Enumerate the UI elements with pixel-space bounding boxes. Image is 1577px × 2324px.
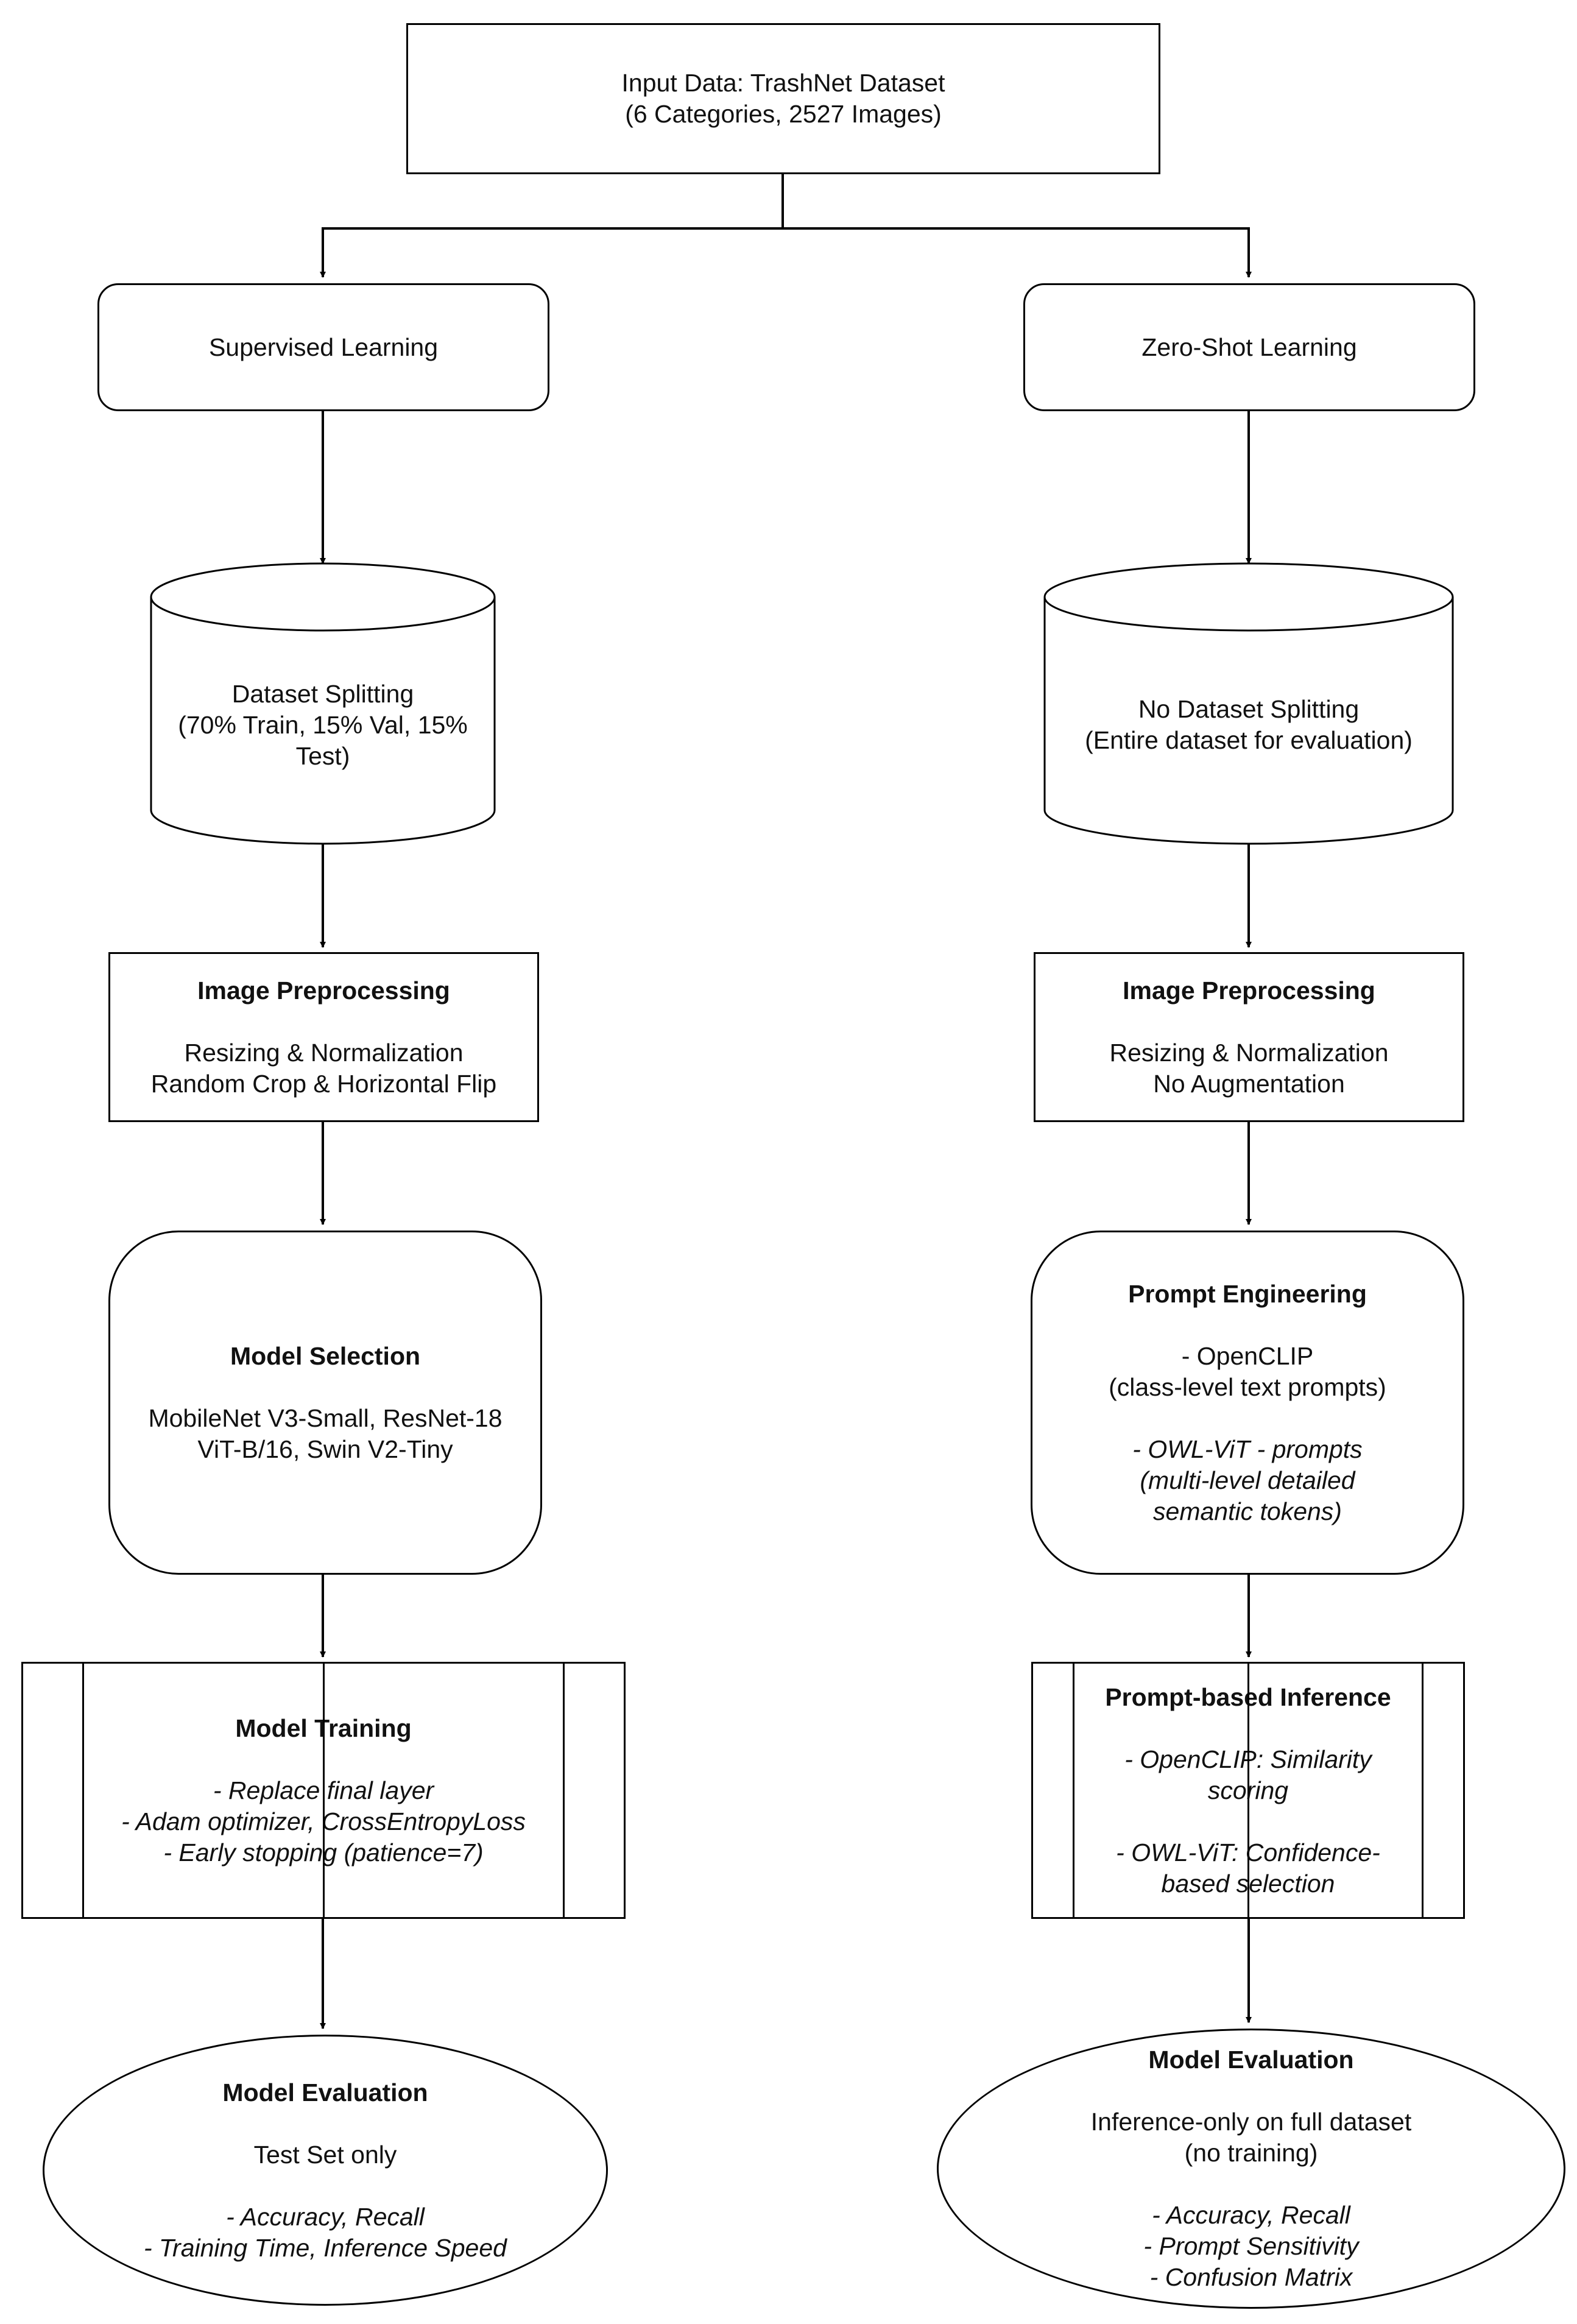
input-line-1: Input Data: TrashNet Dataset	[621, 69, 945, 97]
model-training-line-1: - Replace final layer	[213, 1776, 434, 1804]
left-split-text: Dataset Splitting (70% Train, 15% Val, 1…	[151, 634, 495, 816]
left-split-line-1: Dataset Splitting	[231, 679, 414, 708]
prompt-inference-line-3: - OWL-ViT: Confidence-	[1116, 1838, 1380, 1867]
left-split-line-3: Test)	[295, 741, 350, 770]
right-eval-line-4: - Prompt Sensitivity	[1143, 2232, 1359, 2260]
right-model-evaluation-node: Model Evaluation Inference-only on full …	[937, 2029, 1565, 2309]
left-preprocessing-line-1: Resizing & Normalization	[184, 1038, 464, 1067]
prompt-inference-line-4: based selection	[1161, 1869, 1335, 1898]
zero-shot-learning-label: Zero-Shot Learning	[1141, 333, 1357, 361]
left-split-line-2: (70% Train, 15% Val, 15%	[178, 710, 468, 739]
model-selection-title: Model Selection	[230, 1341, 421, 1370]
left-preprocessing-line-2: Random Crop & Horizontal Flip	[150, 1069, 497, 1098]
right-split-line-2: (Entire dataset for evaluation)	[1085, 726, 1413, 754]
prompt-inference-line-2: scoring	[1207, 1776, 1289, 1804]
prompt-engineering-title: Prompt Engineering	[1128, 1279, 1367, 1308]
right-eval-line-2: (no training)	[1184, 2139, 1318, 2167]
left-eval-line-2: - Accuracy, Recall	[226, 2202, 425, 2231]
model-selection-line-1: MobileNet V3-Small, ResNet-18	[148, 1404, 503, 1432]
prompt-engineering-line-5: semantic tokens)	[1153, 1497, 1342, 1525]
model-selection-node: Model Selection MobileNet V3-Small, ResN…	[108, 1231, 542, 1575]
right-eval-line-3: - Accuracy, Recall	[1152, 2201, 1350, 2229]
supervised-learning-node: Supervised Learning	[97, 283, 549, 411]
left-preprocessing-title: Image Preprocessing	[197, 976, 450, 1005]
model-training-line-2: - Adam optimizer, CrossEntropyLoss	[121, 1807, 526, 1835]
left-eval-line-1: Test Set only	[253, 2140, 397, 2169]
left-eval-title: Model Evaluation	[222, 2078, 428, 2107]
right-preprocessing-title: Image Preprocessing	[1123, 976, 1375, 1005]
zero-shot-learning-node: Zero-Shot Learning	[1023, 283, 1475, 411]
left-eval-line-3: - Training Time, Inference Speed	[144, 2233, 507, 2262]
right-preprocessing-node: Image Preprocessing Resizing & Normaliza…	[1034, 952, 1464, 1122]
model-training-line-3: - Early stopping (patience=7)	[163, 1838, 484, 1867]
model-training-title: Model Training	[235, 1714, 412, 1742]
right-eval-title: Model Evaluation	[1148, 2046, 1354, 2074]
model-selection-line-2: ViT-B/16, Swin V2-Tiny	[197, 1435, 453, 1463]
training-inner-right	[563, 1664, 565, 1917]
right-split-text: No Dataset Splitting (Entire dataset for…	[1045, 634, 1453, 816]
input-data-node: Input Data: TrashNet Dataset (6 Categori…	[406, 23, 1160, 174]
right-preprocessing-line-2: No Augmentation	[1153, 1069, 1345, 1098]
right-eval-line-1: Inference-only on full dataset	[1090, 2108, 1412, 2136]
prompt-engineering-node: Prompt Engineering - OpenCLIP (class-lev…	[1031, 1231, 1464, 1575]
right-split-line-1: No Dataset Splitting	[1138, 695, 1360, 723]
model-training-node: Model Training - Replace final layer - A…	[21, 1662, 626, 1919]
left-split-cylinder	[150, 562, 496, 845]
right-preprocessing-line-1: Resizing & Normalization	[1109, 1038, 1389, 1067]
supervised-learning-label: Supervised Learning	[208, 333, 439, 361]
right-split-cylinder	[1043, 562, 1454, 845]
prompt-inference-node: Prompt-based Inference - OpenCLIP: Simil…	[1031, 1662, 1465, 1919]
right-eval-line-5: - Confusion Matrix	[1149, 2263, 1353, 2291]
prompt-inference-line-1: - OpenCLIP: Similarity	[1124, 1745, 1372, 1773]
input-line-2: (6 Categories, 2527 Images)	[625, 100, 942, 128]
training-inner-left	[82, 1664, 84, 1917]
prompt-engineering-line-2: (class-level text prompts)	[1109, 1372, 1386, 1401]
prompt-inference-title: Prompt-based Inference	[1105, 1683, 1391, 1711]
edge-input-split	[320, 174, 784, 278]
prompt-engineering-line-4: (multi-level detailed	[1140, 1466, 1355, 1494]
left-model-evaluation-node: Model Evaluation Test Set only - Accurac…	[43, 2035, 608, 2306]
left-preprocessing-node: Image Preprocessing Resizing & Normaliza…	[108, 952, 539, 1122]
prompt-engineering-line-3: - OWL-ViT - prompts	[1132, 1435, 1363, 1463]
edge-input-right	[783, 227, 1252, 278]
inference-inner-left	[1073, 1664, 1074, 1917]
prompt-engineering-line-1: - OpenCLIP	[1181, 1341, 1314, 1370]
inference-inner-right	[1422, 1664, 1424, 1917]
